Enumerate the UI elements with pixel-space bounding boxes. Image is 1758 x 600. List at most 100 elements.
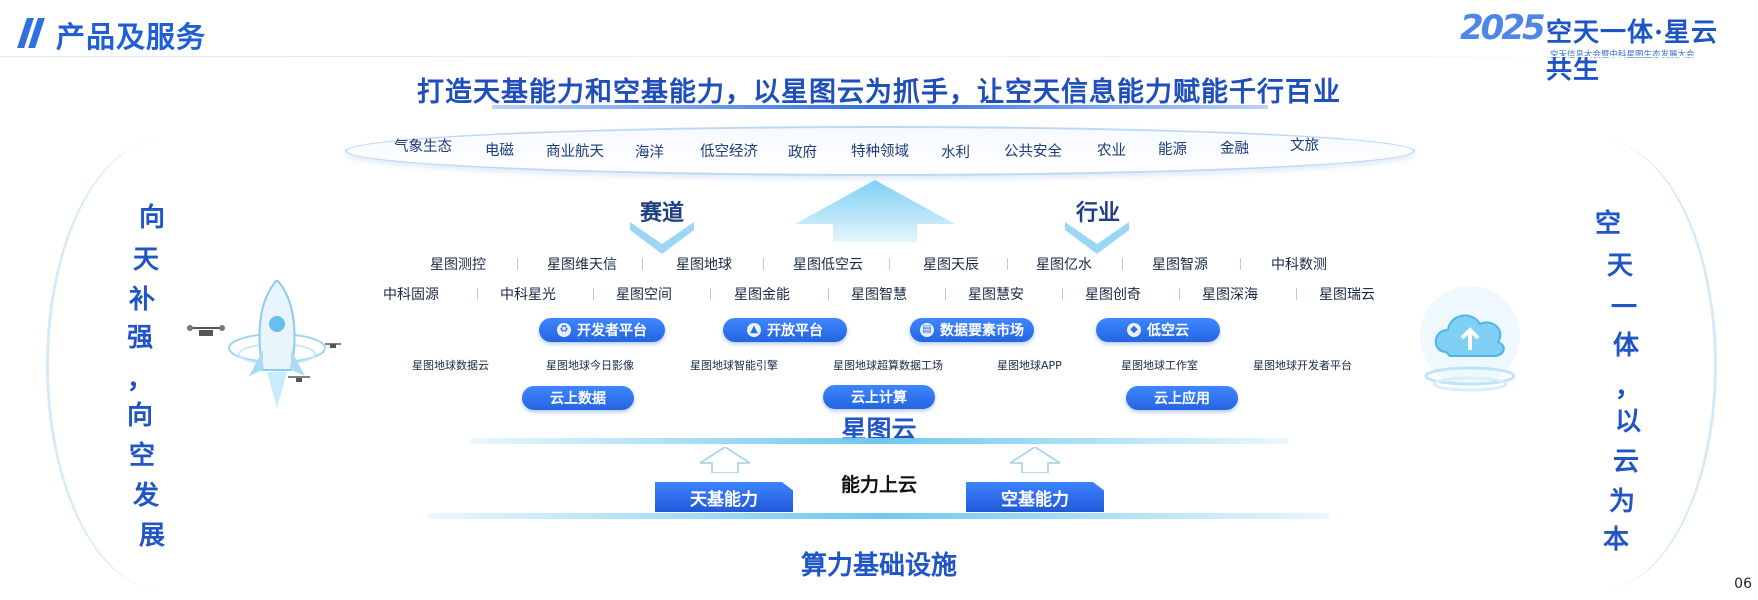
industry-item[interactable]: 商业航天 [546, 144, 604, 160]
row-separator [944, 288, 946, 300]
industry-item[interactable]: 能源 [1158, 142, 1187, 158]
tag-industry: 行业 [1076, 201, 1121, 226]
drone-small-icon [288, 376, 310, 382]
company-item[interactable]: 星图测控 [430, 257, 486, 273]
left-slogan-char: 空 [128, 441, 155, 471]
small-up-arrow-right-icon [1010, 447, 1060, 473]
event-year: 2025 [1460, 8, 1546, 48]
industry-item[interactable]: 农业 [1097, 143, 1126, 159]
header-bars-icon [17, 18, 45, 48]
right-slogan-char: 一 [1610, 293, 1637, 323]
star-cloud-beam [470, 438, 1288, 444]
industry-item[interactable]: 电磁 [485, 143, 514, 159]
company-item[interactable]: 星图低空云 [793, 257, 863, 273]
company-item[interactable]: 星图亿水 [1036, 257, 1092, 273]
data-market-pill[interactable]: ▤数据要素市场 [910, 318, 1034, 342]
chevron-down-icon-2 [1065, 222, 1129, 254]
headline: 打造天基能力和空基能力，以星图云为抓手，让空天信息能力赋能千行百业 [417, 77, 1341, 108]
headline-underline [492, 105, 1268, 109]
company-item[interactable]: 中科固源 [383, 287, 439, 303]
industry-item[interactable]: 政府 [788, 145, 817, 161]
industry-item[interactable]: 气象生态 [394, 139, 452, 155]
company-item[interactable]: 中科星光 [500, 287, 556, 303]
company-item[interactable]: 星图空间 [616, 287, 672, 303]
industry-item[interactable]: 金融 [1220, 141, 1249, 157]
event-slogan: 空天一体·星云共生 [1546, 18, 1719, 85]
industry-item[interactable]: 特种领域 [851, 144, 909, 160]
row-separator [710, 288, 712, 300]
company-item[interactable]: 星图天辰 [923, 257, 979, 273]
row-separator [1006, 258, 1008, 270]
industry-ring [345, 126, 1415, 176]
recycle-icon: ♻ [557, 323, 571, 337]
company-item[interactable]: 星图地球 [676, 257, 732, 273]
drone-tiny-icon [325, 343, 341, 348]
left-slogan-char: 发 [132, 481, 159, 511]
left-slogan-char: ， [126, 365, 153, 395]
right-slogan-char: ， [1614, 373, 1641, 403]
product-item[interactable]: 星图地球智能引擎 [690, 359, 778, 372]
header-divider [0, 56, 1758, 57]
right-slogan-char: 天 [1606, 251, 1633, 281]
left-arc [46, 140, 279, 590]
company-item[interactable]: 星图维天信 [547, 257, 617, 273]
up-arrow-icon [795, 180, 955, 242]
row-separator [1178, 288, 1180, 300]
tag-track: 赛道 [640, 201, 685, 226]
left-slogan-char: 天 [132, 245, 159, 275]
open-platform-pill[interactable]: ▲开放平台 [723, 318, 847, 342]
event-logo: 2025 空天一体·星云共生 空天信息大会暨中科星图生态发展大会 [1460, 8, 1740, 85]
company-item[interactable]: 星图瑞云 [1319, 287, 1375, 303]
database-icon: ▤ [920, 323, 934, 337]
cloud-apps-pill[interactable]: 云上应用 [1126, 386, 1238, 410]
company-item[interactable]: 星图金能 [734, 287, 790, 303]
low-altitude-cloud-pill[interactable]: ◆低空云 [1096, 318, 1220, 342]
developer-platform-pill[interactable]: ♻开发者平台 [539, 318, 665, 342]
row-separator [762, 258, 764, 270]
row-separator [642, 258, 644, 270]
cube-icon: ◆ [1127, 323, 1141, 337]
cloud-upload-icon [1420, 286, 1520, 392]
industry-item[interactable]: 海洋 [635, 145, 664, 161]
left-slogan-char: 强 [126, 323, 153, 353]
rocket-small-icon: ▲ [747, 323, 761, 337]
infrastructure-label: 算力基础设施 [800, 551, 957, 581]
company-item[interactable]: 星图智源 [1152, 257, 1208, 273]
industry-item[interactable]: 公共安全 [1004, 144, 1062, 160]
product-item[interactable]: 星图地球超算数据工场 [833, 359, 943, 372]
cloud-compute-pill[interactable]: 云上计算 [823, 385, 935, 409]
industry-item[interactable]: 文旅 [1290, 138, 1319, 154]
cloud-data-pill[interactable]: 云上数据 [522, 386, 634, 410]
company-item[interactable]: 星图创奇 [1085, 287, 1141, 303]
row-separator [1061, 288, 1063, 300]
left-slogan-char: 展 [138, 521, 165, 551]
row-separator [889, 258, 891, 270]
right-slogan-char: 体 [1612, 331, 1639, 361]
product-item[interactable]: 星图地球今日影像 [546, 359, 634, 372]
row-separator [476, 288, 478, 300]
product-item[interactable]: 星图地球工作室 [1121, 359, 1198, 372]
product-item[interactable]: 星图地球APP [997, 359, 1062, 372]
industry-item[interactable]: 低空经济 [700, 144, 758, 160]
right-slogan-char: 以 [1614, 407, 1641, 437]
air-based-capability[interactable]: 空基能力 [966, 482, 1104, 512]
left-slogan-char: 向 [138, 203, 165, 233]
right-slogan-char: 本 [1602, 525, 1629, 555]
space-based-capability[interactable]: 天基能力 [655, 482, 793, 512]
industry-item[interactable]: 水利 [941, 145, 970, 161]
company-item[interactable]: 星图深海 [1202, 287, 1258, 303]
company-item[interactable]: 星图慧安 [968, 287, 1024, 303]
product-item[interactable]: 星图地球开发者平台 [1253, 359, 1352, 372]
left-slogan-char: 补 [128, 285, 155, 315]
infrastructure-beam [428, 513, 1330, 519]
row-separator [1295, 288, 1297, 300]
company-item[interactable]: 星图智慧 [851, 287, 907, 303]
company-item[interactable]: 中科数测 [1271, 257, 1327, 273]
section-title: 产品及服务 [56, 20, 207, 54]
small-up-arrow-left-icon [700, 447, 750, 473]
left-slogan-char: 向 [126, 401, 153, 431]
right-arc [1484, 140, 1717, 590]
product-item[interactable]: 星图地球数据云 [412, 359, 489, 372]
capability-to-cloud-label: 能力上云 [840, 474, 917, 496]
row-separator [592, 288, 594, 300]
